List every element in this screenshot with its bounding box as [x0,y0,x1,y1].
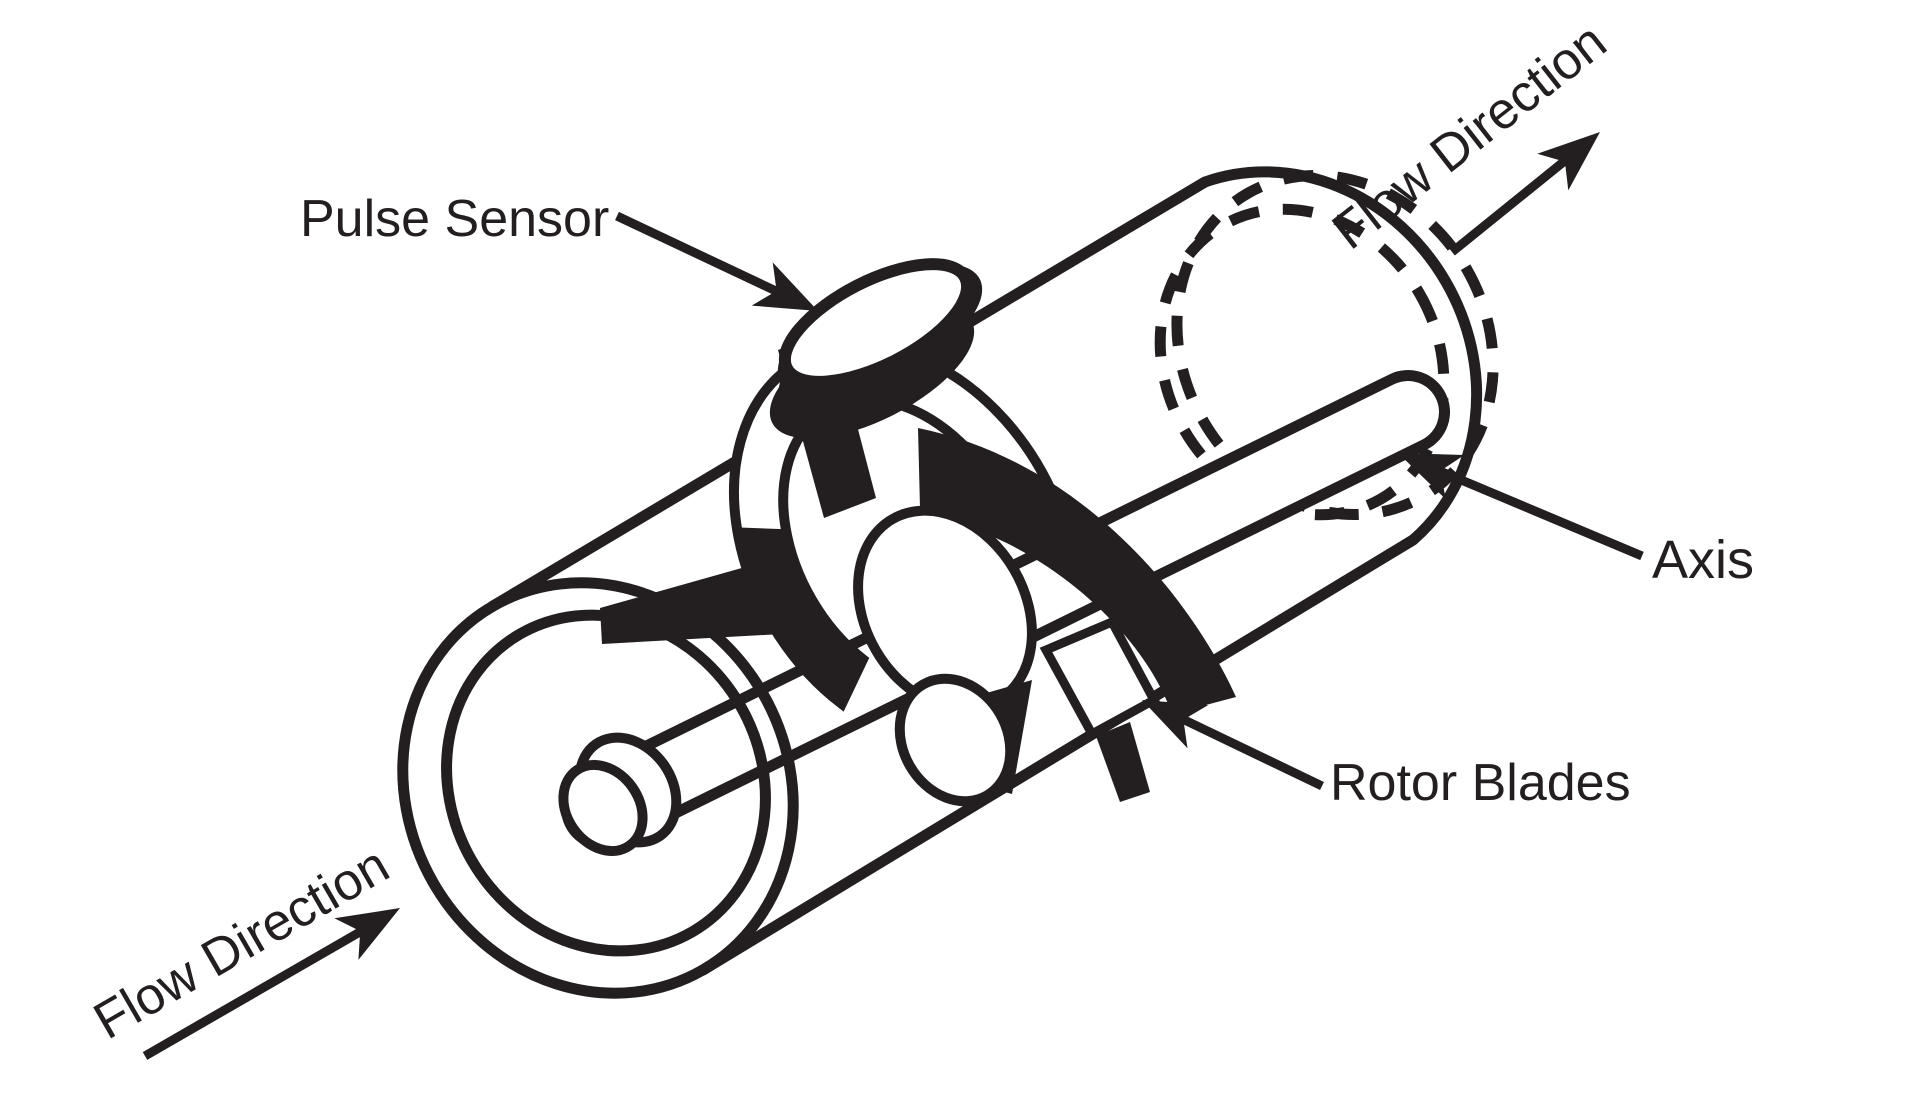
pulse-sensor-label: Pulse Sensor [300,190,609,248]
flow-outlet-arrowhead [1537,132,1600,191]
rotor-blades-label: Rotor Blades [1330,754,1631,812]
pulse-sensor-arrowhead [751,262,818,311]
rotor-blade-left [600,560,782,644]
pulse-sensor-leader-line [615,211,797,305]
axis-leader-line [1426,461,1644,561]
rotor-blades-leader-line [1170,709,1324,791]
axis-label: Axis [1652,530,1754,590]
flow-inlet-arrowhead [334,908,400,960]
flow-outlet-arrow-line [1449,151,1575,256]
pipe-front-rim-outer [397,577,799,999]
pulse-sensor-puck [769,258,983,439]
pipe-bottom-edge [697,534,1419,976]
rotor-bearing-nose [894,673,1016,807]
rotor-blade-lower-right-tip [1096,722,1150,802]
flow-direction-outlet-label: Flow Direction [1322,12,1617,261]
flow-inlet-arrow-line [142,921,375,1060]
rotor [600,330,1236,807]
axis-arrowhead [1398,453,1465,500]
puck-top-face [778,258,974,388]
shaft-front-cap [558,760,648,856]
rotor-blade-lower-right [1039,616,1161,741]
rotor-blade-right-large [918,428,1236,714]
rotor-blades-arrowhead [1142,700,1209,749]
leader-arrows [142,132,1644,1060]
flow-direction-inlet-label: Flow Direction [84,836,398,1051]
pipe-far-bore-dashed-outer [1171,169,1499,521]
pipe-front-opening [397,577,799,999]
pipe-front-rim-inner [441,609,771,957]
pipe-far-bore-dashed-inner [1154,203,1450,521]
